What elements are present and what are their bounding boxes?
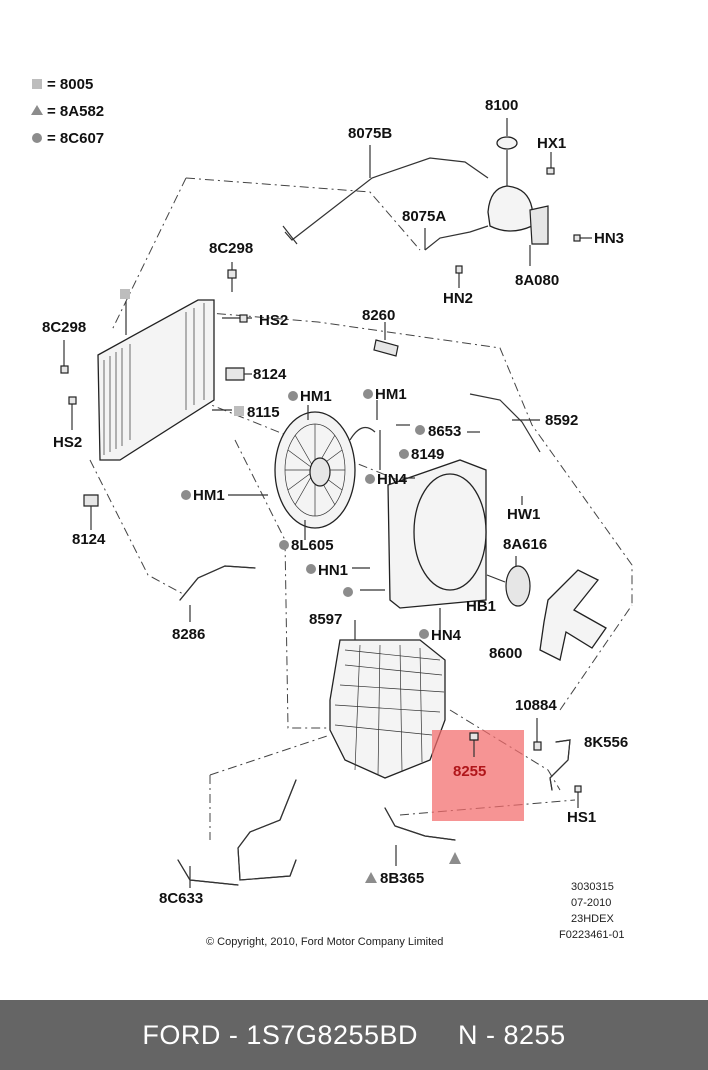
label-8075a: 8075A: [402, 208, 446, 225]
legend-8a582: = 8A582: [47, 103, 104, 120]
label-hn4-top: HN4: [377, 471, 408, 488]
label-8c633: 8C633: [159, 890, 203, 907]
copyright: © Copyright, 2010, Ford Motor Company Li…: [206, 936, 443, 948]
part-labels: 8100 HX1 8075B 8075A HN3 HN2 8A080 8C298…: [42, 97, 628, 907]
fan-shroud: [352, 424, 523, 630]
label-8597: 8597: [309, 611, 342, 628]
label-8286: 8286: [172, 626, 205, 643]
label-8100: 8100: [485, 97, 518, 114]
label-hw1: HW1: [507, 506, 540, 523]
8115-square-marker: [234, 406, 244, 416]
drawing-info: 3030315 07-2010 23HDEX F0223461-01: [559, 881, 624, 941]
part-number-bar: FORD - 1S7G8255BD N - 8255: [0, 1000, 708, 1070]
footer-gap: [418, 1020, 458, 1051]
label-8600: 8600: [489, 645, 522, 662]
label-hn4-bottom: HN4: [431, 627, 462, 644]
cooling-system-diagram: = 8005 = 8A582 = 8C607: [31, 76, 633, 948]
label-8115: 8115: [247, 404, 280, 421]
info-line-2: 07-2010: [571, 897, 611, 909]
radiator: [60, 262, 252, 530]
label-hn1: HN1: [318, 562, 348, 579]
label-10884: 10884: [515, 697, 557, 714]
label-8l605: 8L605: [291, 537, 334, 554]
legend: = 8005 = 8A582 = 8C607: [31, 76, 104, 147]
lower-hose-8286: [179, 565, 256, 622]
label-8a080: 8A080: [515, 272, 559, 289]
footer-brand: FORD: [142, 1019, 221, 1050]
label-8255: 8255: [453, 763, 486, 780]
legend-square-icon: [32, 79, 42, 89]
label-8a616: 8A616: [503, 536, 547, 553]
coolant-reservoir: [424, 118, 592, 288]
highlight-8255: [432, 730, 524, 821]
label-hm1-left: HM1: [193, 487, 225, 504]
label-8124-bottom: 8124: [72, 531, 106, 548]
label-8124-top: 8124: [253, 366, 287, 383]
heater-hose-8b365: [365, 807, 461, 883]
label-hs1: HS1: [567, 809, 596, 826]
label-hm1-right: HM1: [375, 386, 407, 403]
upper-hose: [373, 322, 541, 453]
label-8653: 8653: [428, 423, 461, 440]
overflow-hose-8075b: [282, 145, 489, 245]
label-8c298-top: 8C298: [209, 240, 253, 257]
footer-part-number: 1S7G8255BD: [246, 1019, 419, 1050]
footer-separator: -: [220, 1019, 247, 1050]
footer-reference: N - 8255: [458, 1019, 566, 1050]
label-hs2-right: HS2: [259, 312, 288, 329]
label-8k556: 8K556: [584, 734, 628, 751]
circle-markers: [181, 389, 429, 639]
label-8260: 8260: [362, 307, 395, 324]
label-hn2: HN2: [443, 290, 473, 307]
info-line-1: 3030315: [571, 881, 614, 893]
8b365-label-triangle: [365, 872, 377, 883]
info-line-3: 23HDEX: [571, 913, 614, 925]
legend-triangle-icon: [31, 105, 43, 115]
legend-8c607: = 8C607: [47, 130, 104, 147]
label-8149: 8149: [411, 446, 444, 463]
label-hx1: HX1: [537, 135, 566, 152]
label-8b365: 8B365: [380, 870, 424, 887]
label-8c298-left: 8C298: [42, 319, 86, 336]
label-hb1: HB1: [466, 598, 496, 615]
label-8592: 8592: [545, 412, 578, 429]
engine-block: [329, 620, 446, 779]
electric-fan: [228, 400, 378, 540]
legend-circle-icon: [32, 133, 42, 143]
radiator-square-marker: [120, 289, 130, 299]
label-hn3: HN3: [594, 230, 624, 247]
fan-clutch: [486, 556, 607, 661]
info-line-4: F0223461-01: [559, 929, 624, 941]
label-hs2-left: HS2: [53, 434, 82, 451]
heater-hose-8c633: [177, 779, 297, 888]
label-8075b: 8075B: [348, 125, 392, 142]
bypass-hose-8k556: [533, 718, 582, 808]
legend-8005: = 8005: [47, 76, 93, 93]
8b365-triangle-marker: [449, 852, 461, 864]
label-hm1-fan: HM1: [300, 388, 332, 405]
